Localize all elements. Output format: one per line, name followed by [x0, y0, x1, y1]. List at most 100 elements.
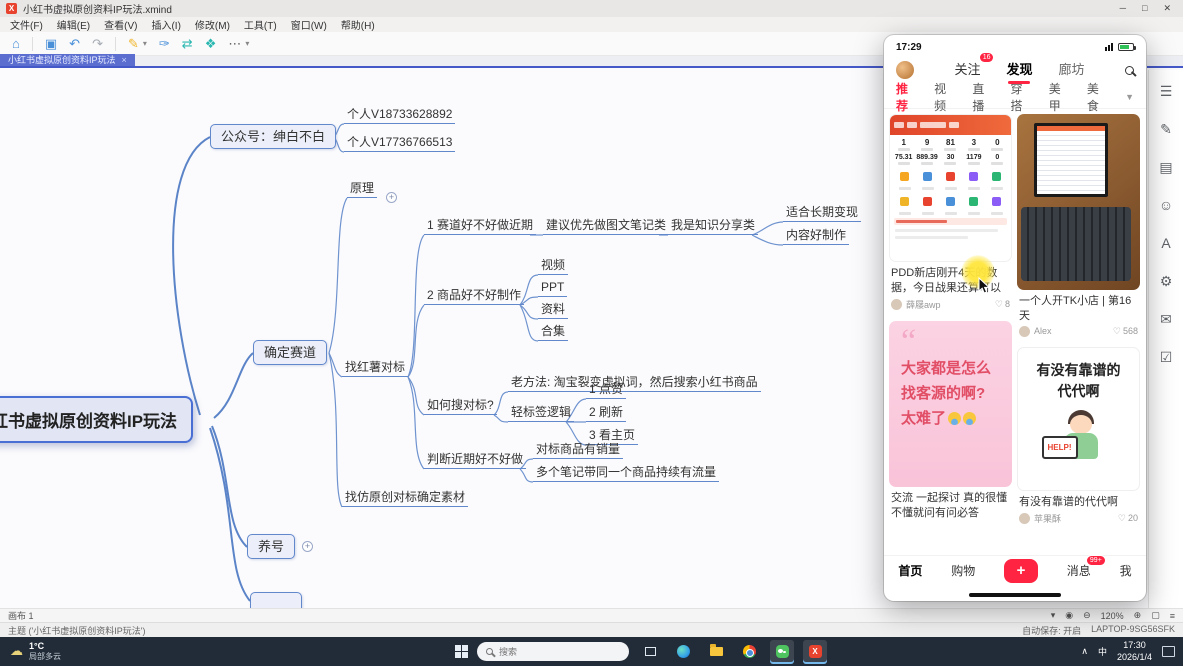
chevron-down-icon[interactable]: ▾ [245, 39, 249, 48]
menu-help[interactable]: 帮助(H) [341, 17, 375, 32]
mindmap-node-step1[interactable]: 1 点赞 [586, 382, 626, 399]
start-button[interactable] [455, 645, 468, 658]
mindmap-node-track4b[interactable]: 多个笔记带同一个商品持续有流量 [533, 465, 719, 482]
mindmap-node-gongzhonghao[interactable]: 公众号：绅白不白 [210, 124, 336, 149]
minimize-button[interactable]: ─ [1120, 3, 1126, 14]
search-icon[interactable] [1125, 66, 1134, 75]
expand-toggle-icon[interactable]: + [386, 192, 397, 203]
zoom-level[interactable]: 120% [1101, 611, 1124, 621]
zoom-in-icon[interactable]: ⊕ [1134, 610, 1142, 621]
category-food[interactable]: 美食 [1087, 80, 1108, 114]
expand-toggle-icon[interactable]: + [302, 541, 313, 552]
mindmap-node-track1b1[interactable]: 适合长期变现 [783, 205, 861, 222]
author-name[interactable]: 薛屦awp [906, 298, 941, 311]
close-button[interactable]: ✕ [1163, 3, 1171, 14]
avatar[interactable] [891, 299, 902, 310]
chevron-down-icon[interactable]: ▾ [143, 39, 147, 48]
xmind-taskbar-button[interactable]: X [803, 640, 827, 664]
author-name[interactable]: 苹果酥 [1034, 512, 1061, 525]
edge-button[interactable] [671, 640, 695, 664]
mindmap-root-node[interactable]: 小红书虚拟原创资料IP玩法 [0, 396, 193, 443]
pen-icon[interactable]: ✑ [159, 36, 170, 52]
home-icon[interactable]: ⌂ [12, 36, 20, 51]
action-center-icon[interactable] [1162, 646, 1175, 657]
ime-indicator[interactable]: 中 [1098, 645, 1107, 658]
nav-shop[interactable]: 购物 [951, 562, 975, 579]
note-card-quote[interactable]: “ 大家都是怎么 找客源的啊? 太难了 交流 一起探讨 真的很懂 不懂就问有问必… [889, 321, 1012, 523]
note-card-pdd[interactable]: 1 9 81 3 0 75.31 889.39 30 1179 0 [889, 114, 1012, 315]
mindmap-node-v2[interactable]: 个人V17736766513 [344, 135, 455, 152]
menu-view[interactable]: 查看(V) [104, 17, 137, 32]
avatar[interactable] [896, 61, 914, 79]
task-icon[interactable]: ☑ [1160, 350, 1173, 364]
mindmap-node-yanghao[interactable]: 养号 [247, 534, 295, 559]
category-fashion[interactable]: 穿搭 [1011, 80, 1032, 114]
message-icon[interactable]: ✉ [1160, 312, 1172, 326]
file-explorer-button[interactable] [704, 640, 728, 664]
image-icon[interactable]: ▤ [1159, 160, 1172, 174]
relation-icon[interactable]: ⇄ [182, 36, 193, 52]
menu-modify[interactable]: 修改(M) [195, 17, 230, 32]
pitch-mode-icon[interactable]: ◉ [1065, 610, 1073, 621]
menu-file[interactable]: 文件(F) [10, 17, 43, 32]
chrome-button[interactable] [737, 640, 761, 664]
nav-messages[interactable]: 消息 99+ [1067, 562, 1091, 579]
sheet-tab[interactable]: 小红书虚拟原创资料IP玩法 × [0, 54, 135, 66]
pen-icon[interactable]: ✎ [1160, 122, 1172, 136]
mindmap-node-duibiao[interactable]: 找红薯对标 [342, 360, 408, 377]
create-post-button[interactable]: + [1004, 559, 1038, 583]
weather-widget[interactable]: ☁ 1°C 局部多云 [0, 641, 71, 661]
mindmap-node-step2[interactable]: 2 刷新 [586, 405, 626, 422]
note-card-tk[interactable]: 一个人开TK小店 | 第16天 Alex ♡568 [1017, 114, 1140, 341]
heart-icon[interactable]: ♡ [1113, 326, 1121, 337]
mindmap-node-media-video[interactable]: 视频 [538, 258, 568, 275]
mindmap-node-track1[interactable]: 1 赛道好不好做近期 [424, 218, 536, 235]
mindmap-node-yuanli[interactable]: 原理 [347, 181, 377, 198]
mindmap-node-media-ppt[interactable]: PPT [538, 280, 567, 297]
tab-city[interactable]: 廊坊 [1059, 59, 1085, 82]
task-view-button[interactable] [638, 640, 662, 664]
mindmap-node-clipped-bottom[interactable] [250, 592, 302, 608]
heart-icon[interactable]: ♡ [995, 299, 1003, 310]
search-input[interactable] [499, 647, 609, 657]
mindmap-node-media-ziliao[interactable]: 资料 [538, 302, 568, 319]
tray-expand-icon[interactable]: ∧ [1081, 646, 1088, 657]
sticker-icon[interactable]: ☺ [1159, 198, 1173, 212]
mindmap-node-track1a[interactable]: 建议优先做图文笔记类 [543, 218, 669, 235]
tab-discover[interactable]: 发现 [1006, 59, 1032, 82]
mindmap-node-v1[interactable]: 个人V18733628892 [344, 107, 455, 124]
mindmap-node-track3b[interactable]: 轻标签逻辑 [508, 405, 574, 422]
chevron-down-icon[interactable]: ▾ [1051, 610, 1056, 621]
mindmap-node-media-heji[interactable]: 合集 [538, 324, 568, 341]
mindmap-node-track1b[interactable]: 我是知识分享类 [668, 218, 758, 235]
structure-icon[interactable]: ❖ [205, 36, 217, 52]
mindmap-node-track4a[interactable]: 对标商品有销量 [533, 442, 623, 459]
menu-window[interactable]: 窗口(W) [291, 17, 327, 32]
note-card-help[interactable]: 有没有靠谱的 代代啊 HELP! 有没有靠谱的代代啊 苹果酥 ♡20 [1017, 347, 1140, 529]
avatar[interactable] [1019, 513, 1030, 524]
undo-icon[interactable]: ↶ [69, 36, 80, 52]
redo-icon[interactable]: ↷ [92, 36, 103, 52]
mindmap-node-track3[interactable]: 如何搜对标? [424, 398, 497, 415]
mindmap-node-track4[interactable]: 判断近期好不好做 [424, 452, 526, 469]
marker-icon[interactable]: ✎ [128, 36, 139, 52]
nav-home[interactable]: 首页 [898, 562, 922, 579]
category-live[interactable]: 直播 [972, 80, 993, 114]
save-icon[interactable]: ▣ [45, 36, 57, 52]
format-icon[interactable]: ☰ [1160, 84, 1173, 98]
gear-icon[interactable]: ⚙ [1160, 274, 1173, 288]
wechat-button[interactable] [770, 640, 794, 664]
maximize-button[interactable]: □ [1142, 3, 1147, 14]
font-icon[interactable]: A [1161, 236, 1170, 250]
heart-icon[interactable]: ♡ [1118, 513, 1126, 524]
sheet-name[interactable]: 画布 1 [8, 609, 34, 622]
more-icon[interactable]: ⋯ [228, 36, 241, 52]
category-video[interactable]: 视频 [934, 80, 955, 114]
zoom-out-icon[interactable]: ⊖ [1083, 610, 1091, 621]
menu-edit[interactable]: 编辑(E) [57, 17, 90, 32]
tab-follow[interactable]: 关注 16 [954, 59, 980, 82]
mindmap-node-fang[interactable]: 找仿原创对标确定素材 [342, 490, 468, 507]
taskbar-search[interactable] [477, 642, 629, 661]
mindmap-node-track1b2[interactable]: 内容好制作 [783, 228, 849, 245]
tab-close-icon[interactable]: × [122, 54, 127, 66]
